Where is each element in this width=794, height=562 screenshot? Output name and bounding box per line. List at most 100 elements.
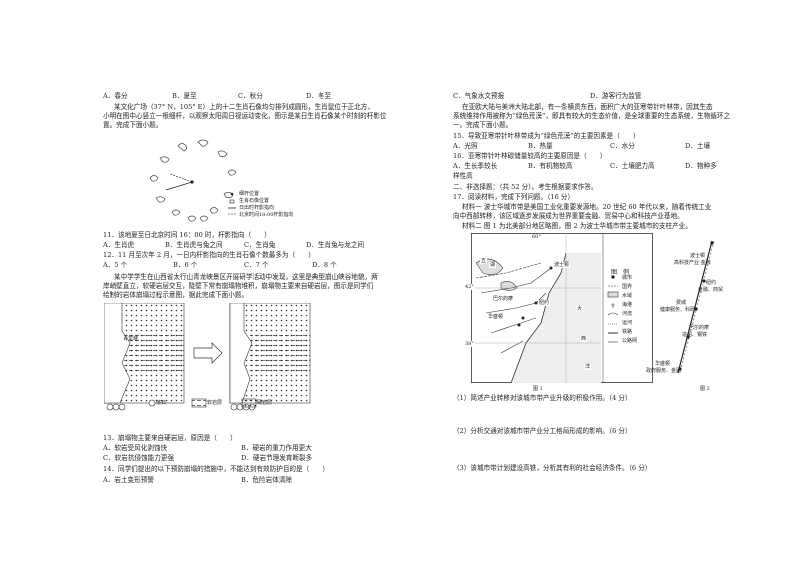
fig-label: 青龙峡	[123, 336, 139, 342]
map-legend-item: 国界	[622, 284, 633, 290]
city-label: 华盛顿	[655, 361, 671, 367]
q13-option-c: C．软岩抗侵蚀能力更强	[103, 454, 174, 462]
intro-text: 系统维持作用被称为“绿色荒漠”，即具有较大的生态价值，是全球重要的生态系统，生物…	[453, 112, 731, 120]
q11-option-b: B．生肖虎与兔之间	[165, 241, 223, 249]
q11-option-a: A．生肖虎	[103, 241, 135, 249]
legend-label: 日出时杆影指向	[239, 205, 275, 211]
q14-stem: 14．同学们提出的以下预防崩塌的措施中，不能达到有效防护目的是（ ）	[103, 465, 329, 473]
q10-option-c: C．秋分	[238, 92, 263, 100]
sub-question-1: （1）简述产业转移对该城市带产业升级的积极作用。（4 分）	[453, 394, 632, 402]
q15-option-c: C．水分	[610, 142, 635, 150]
map-legend-item: 运河	[622, 320, 633, 326]
zodiac-rabbit-icon	[227, 169, 237, 176]
map-label: 60°	[531, 234, 542, 240]
legend-label: 软岩层	[207, 400, 223, 406]
material-text: 材料一 波士华城市带是美国工业化重要发源地。20 世纪 60 年代以来，随着传统…	[462, 203, 712, 211]
map-legend-item: 水域	[622, 293, 633, 299]
q16-option-b: B．有机物较高	[528, 162, 573, 170]
intro-text: 一。完成下面小题。	[453, 121, 513, 129]
map-label: 波士顿	[553, 262, 571, 268]
map-legend-item: 城市	[622, 275, 633, 281]
map-label: 华盛顿	[487, 314, 505, 320]
q15-option-b: B．热量	[528, 142, 553, 150]
q11-stem: 11．该地夏至日北京时间 16：00 时，杆影指向（ ）	[103, 231, 271, 239]
sub-question-3: （3）该城市带计划建设高铁，分析其有利的社会经济条件。（6 分）	[453, 464, 652, 472]
legend-label: 细杆位置	[239, 191, 260, 197]
q13-stem: 13．崩塌物主要来自硬岩层，原因是（ ）	[103, 434, 237, 442]
map-label: 湖	[489, 262, 497, 268]
figure-caption: 图 2	[700, 386, 710, 392]
intro-text: 某中学学生在山西省太行山青龙峡景区开展研学活动中发现，这里是典型崩山峡谷地貌，两	[114, 273, 378, 281]
q10-option-d: D．冬至	[306, 92, 332, 100]
material-text: 材料二 图 1 为北美部分地区略图，图 2 为波士华城市带主要城市的支柱产业。	[462, 222, 692, 230]
zodiac-rooster-icon	[155, 196, 166, 203]
section-heading: 二、非选择题：（共 52 分）。考生根据要求作答。	[453, 183, 598, 191]
map-label: 大	[576, 306, 584, 312]
city-label: 费城	[676, 300, 687, 306]
zodiac-dog-icon	[149, 175, 159, 182]
map-legend-item: 海港	[622, 302, 633, 308]
q15-option-a: A．光照	[453, 142, 478, 150]
zodiac-tiger-icon	[217, 150, 228, 158]
map-label: 西	[580, 336, 588, 342]
map-label: 38°	[464, 341, 475, 347]
zodiac-rat-icon	[177, 143, 188, 152]
industry-label: 政府服务、金融	[646, 368, 682, 374]
map-legend-title: 图 例	[611, 269, 630, 276]
intro-text: 岸峭壁直立，软硬岩层交互，陡壁下常有崩塌物堆积，崩塌物主要来自硬岩层，图示是同学…	[103, 282, 374, 290]
city-label: 纽约	[706, 280, 717, 286]
q14-option-a: A．岩土变形预警	[103, 476, 154, 484]
legend-label: 生肖石像位置	[239, 198, 270, 204]
q16-tail: 样性高	[453, 172, 473, 180]
figure-caption: 图 1	[533, 386, 543, 392]
q10-option-a: A．春分	[103, 92, 128, 100]
industry-label: 高科技产业 金融	[674, 260, 711, 266]
intro-text: 在亚欧大陆与美洲大陆北部，有一条横贯东西，面积广大的亚寒带针叶林带，因其生态	[462, 103, 713, 111]
map-legend-item: 河流	[622, 311, 633, 317]
q10-option-b: B．夏至	[172, 92, 197, 100]
q11-option-c: C．生肖兔	[244, 241, 276, 249]
map-legend-item: 铁路	[622, 329, 633, 335]
city-label: 巴尔的摩	[689, 325, 710, 331]
city-chain-figure	[677, 240, 715, 374]
q14-option-c: C．气象水文预报	[453, 92, 505, 100]
map-label: 纽约	[538, 300, 551, 306]
collapse-diagram	[104, 303, 311, 411]
q12-option-c: C．7 个	[244, 261, 269, 269]
city-label: 波士顿	[690, 253, 706, 259]
industry-label: 金融、商贸	[698, 287, 724, 293]
zodiac-goat-icon	[187, 215, 197, 222]
map-label: 42°	[464, 284, 475, 290]
q16-option-d: D．物种多	[685, 162, 717, 170]
q11-option-d: D．生肖兔与龙之间	[306, 241, 365, 249]
q14-option-b: B．危险岩体清除	[241, 476, 293, 484]
q12-option-d: D．8 个	[312, 261, 337, 269]
q16-option-a: A．生长季较长	[453, 162, 498, 170]
q15-stem: 15．导致亚寒带针叶林带成为“绿色荒漠”的主要因素是（ ）	[453, 132, 640, 140]
q13-option-b: B．硬岩的重力作用更大	[241, 444, 312, 452]
q13-option-a: A．软岩受风化剥蚀快	[103, 444, 168, 452]
map-label: 五	[480, 258, 488, 264]
material-text: 向中西部转移，该区域逐步发展成为世界重要金融、贸易中心和科技产业基地。	[453, 212, 684, 220]
map-label: 洋	[584, 364, 592, 370]
industry-label: 健康服务、科研	[660, 307, 696, 313]
legend-label: 北京时间18:00杆影指向	[239, 212, 294, 218]
q12-option-b: B．6 个	[173, 261, 198, 269]
legend-label: 落石	[156, 400, 167, 406]
zodiac-pig-icon	[159, 156, 170, 163]
q16-stem: 16．亚寒带针叶林碳储量较高的主要原因是（ ）	[453, 152, 607, 160]
intro-text: 绘制的岩体崩塌过程示意图，据此完成下面小题。	[103, 291, 249, 299]
zodiac-ox-icon	[197, 139, 209, 147]
zodiac-snake-icon	[209, 207, 219, 214]
sub-question-2: （2）分析交通对该城市带产业分工格局形成的影响。（6 分）	[453, 427, 632, 435]
q15-option-d: D．土壤	[685, 142, 711, 150]
map-legend-item: 公路网	[622, 338, 638, 344]
intro-text: 某文化广场（37° N，105° E）上的十二生肖石像均匀排列成圆形，生肖鼠位于…	[114, 103, 374, 111]
industry-label: 造船、钢铁	[682, 332, 708, 338]
q17-stem: 17．阅读材料，完成下列问题。（16 分）	[453, 193, 575, 201]
q13-option-d: D．硬岩节理发育断裂多	[241, 454, 313, 462]
legend-label: 硬岩层	[257, 400, 273, 406]
q12-stem: 12．11 月至次年 2 月，一日内杆影指向的生肖石像个数最多为（ ）	[103, 251, 315, 259]
map-label: 巴尔的摩	[492, 296, 515, 302]
q14-option-d: D．游客行为监管	[590, 92, 642, 100]
